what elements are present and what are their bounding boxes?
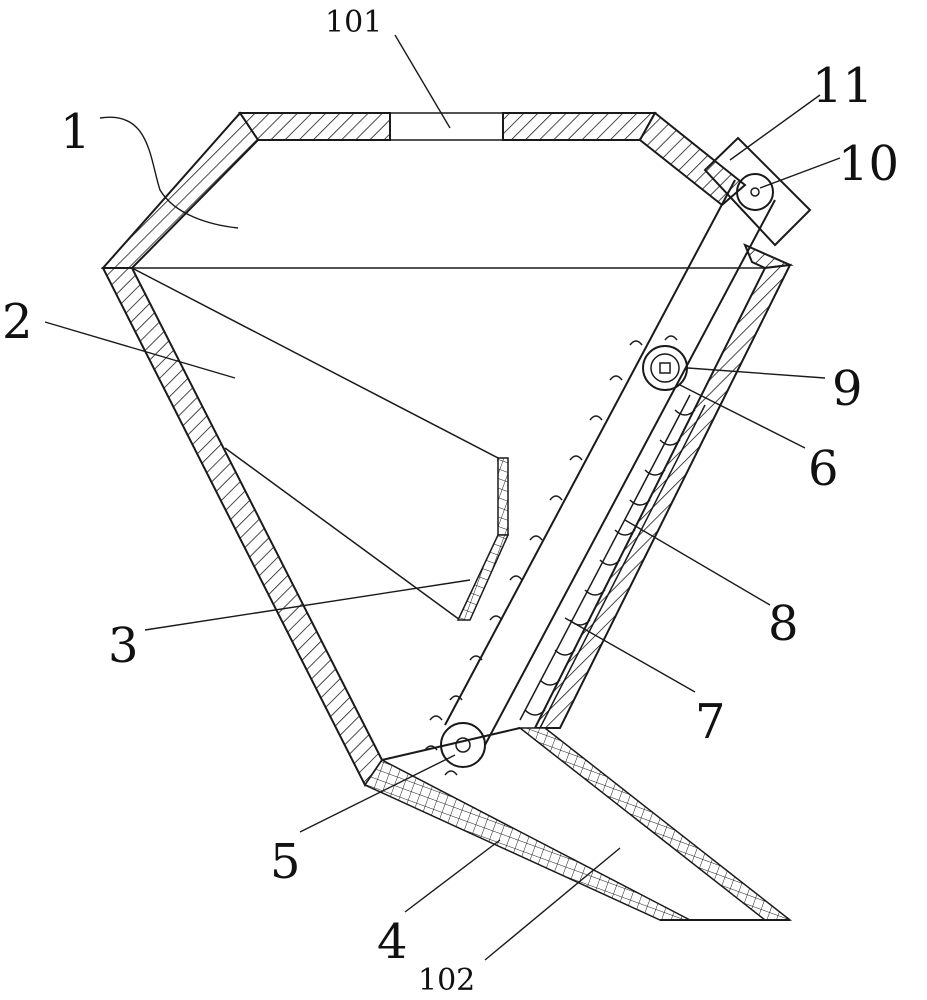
chute-bottom-liner bbox=[363, 759, 691, 921]
hopper-guide bbox=[131, 267, 499, 621]
right-lower-wall bbox=[533, 263, 792, 729]
label-4: 4 bbox=[377, 914, 408, 970]
label-9: 9 bbox=[832, 361, 863, 417]
label-102: 102 bbox=[418, 963, 475, 998]
label-101: 101 bbox=[325, 5, 382, 40]
label-6: 6 bbox=[808, 441, 839, 497]
housing-shell bbox=[100, 111, 794, 787]
label-3: 3 bbox=[108, 618, 139, 674]
middle-roller bbox=[642, 345, 688, 391]
label-5: 5 bbox=[270, 834, 301, 890]
screw-conveyor bbox=[519, 394, 706, 729]
chute-top-liner bbox=[517, 727, 793, 921]
inlet-opening bbox=[389, 112, 504, 141]
leader-lines bbox=[44, 34, 841, 961]
top-wall-left bbox=[238, 112, 391, 141]
belt-scoops bbox=[424, 335, 678, 776]
label-10: 10 bbox=[838, 136, 899, 192]
reference-labels: 1 101 2 3 5 4 102 11 10 9 6 8 7 bbox=[2, 5, 899, 998]
guide-plate-slant bbox=[456, 534, 510, 621]
discharge-chute bbox=[363, 727, 793, 921]
label-11: 11 bbox=[812, 58, 873, 114]
left-wall bbox=[101, 267, 384, 787]
top-roller bbox=[736, 173, 774, 211]
bottom-roller bbox=[440, 722, 486, 768]
upper-left-wall bbox=[100, 111, 260, 269]
conveyor-belt bbox=[444, 179, 776, 746]
label-1: 1 bbox=[60, 104, 91, 160]
guide-plate-vertical bbox=[497, 457, 509, 536]
label-8: 8 bbox=[768, 596, 799, 652]
label-7: 7 bbox=[695, 694, 726, 750]
motor-box bbox=[703, 136, 812, 247]
right-corner-wall bbox=[743, 243, 794, 270]
label-2: 2 bbox=[2, 294, 33, 350]
top-wall-right bbox=[502, 112, 657, 141]
guide-plate bbox=[456, 457, 510, 621]
